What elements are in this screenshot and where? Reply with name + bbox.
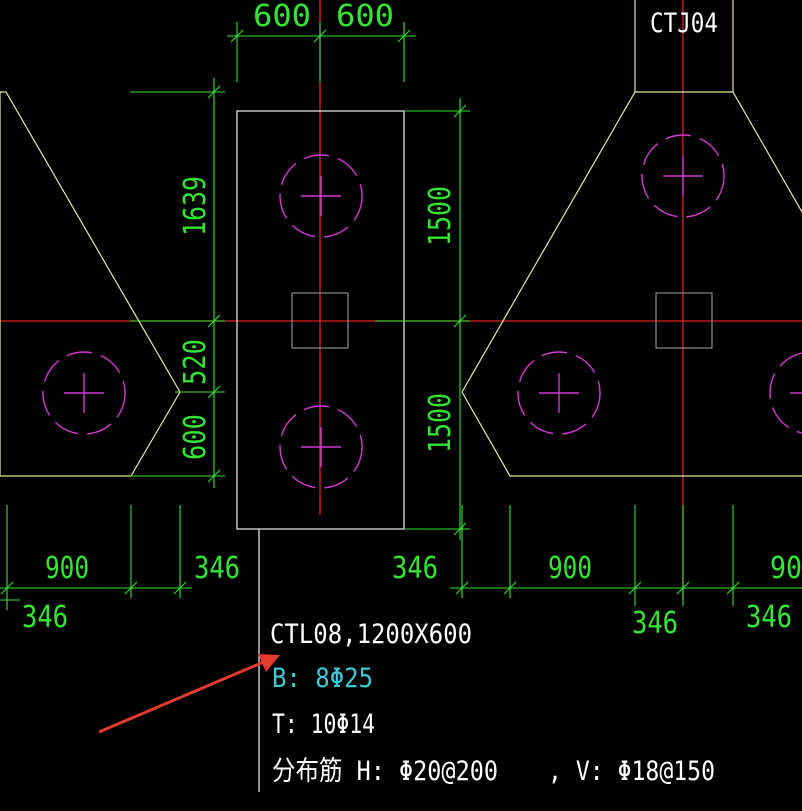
dim-b-346-right-b: 346 — [746, 600, 792, 635]
right-column — [655, 292, 713, 349]
center-cap-outline — [236, 110, 405, 530]
pile-cap-outlines — [0, 0, 802, 477]
dimension-lines — [0, 22, 802, 610]
label-ctj04: CTJ04 — [650, 8, 718, 39]
dim-b-900-left: 900 — [45, 551, 89, 586]
pile-center-top — [279, 154, 363, 238]
pile-center-bottom — [279, 405, 363, 489]
center-cap — [236, 110, 405, 792]
label-top-bars: T: 10Φ14 — [272, 709, 375, 740]
cap-labels: CTJ04 CTL08,1200X600 B: 8Φ25 T: 10Φ14 分布… — [270, 8, 718, 787]
dim-v-520: 520 — [178, 339, 213, 385]
label-bottom-bars: B: 8Φ25 — [272, 663, 373, 694]
piles — [42, 134, 802, 489]
left-pile-cap-outline — [0, 91, 181, 477]
pile-right-edge — [769, 352, 802, 434]
pile-left — [42, 351, 126, 435]
axis-lines — [0, 0, 802, 600]
dim-b-346-left-low: 346 — [22, 600, 68, 635]
center-column — [291, 292, 349, 349]
pile-right-top — [641, 134, 725, 218]
dim-top-left: 600 — [253, 0, 311, 34]
dim-top-right: 600 — [336, 0, 394, 34]
columns — [291, 292, 713, 349]
dim-b-346-right-a: 346 — [632, 606, 678, 641]
label-distribution-v: , V: Φ18@150 — [548, 756, 715, 787]
dim-b-90-edge: 90 — [770, 551, 802, 586]
right-pile-cap-outline — [461, 91, 802, 477]
dim-v-1500-top: 1500 — [423, 186, 458, 246]
dim-b-900-right: 900 — [548, 551, 592, 586]
dim-v-1639: 1639 — [178, 176, 213, 236]
dimension-texts: 600 600 1639 520 600 1500 1500 900 346 3… — [22, 0, 802, 641]
dim-v-600: 600 — [178, 414, 213, 460]
label-cap-name: CTL08,1200X600 — [270, 619, 472, 650]
annotation-arrow — [98, 654, 280, 734]
label-distribution: 分布筋 H: Φ20@200 — [272, 756, 498, 787]
dim-v-1500-bottom: 1500 — [423, 393, 458, 453]
pile-right-left — [517, 351, 601, 435]
dim-b-346-mid: 346 — [392, 551, 438, 586]
dim-b-346-left-high: 346 — [194, 551, 240, 586]
